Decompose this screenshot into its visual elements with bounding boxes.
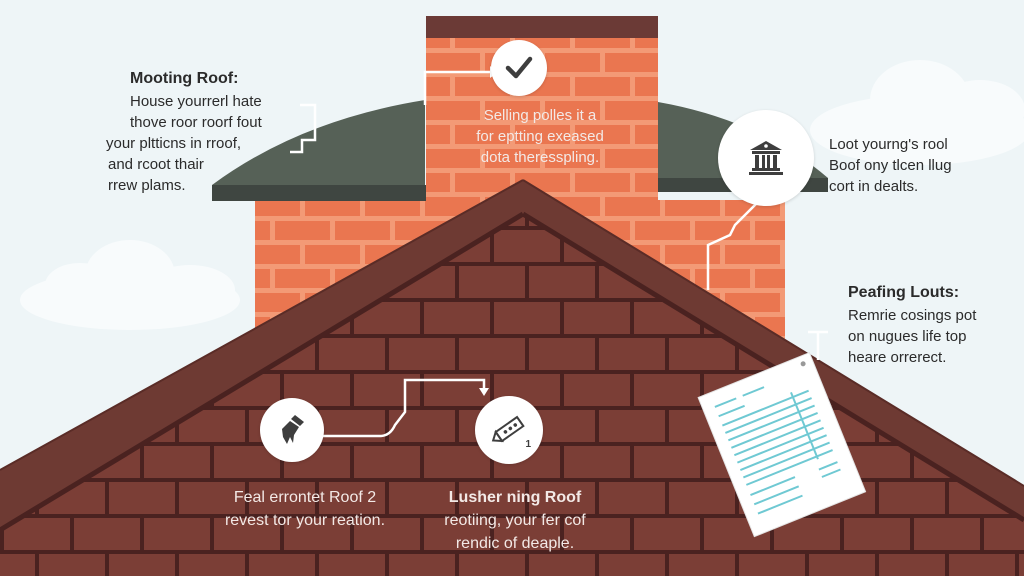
pencil-tool-icon <box>491 415 525 443</box>
callout-title: Mooting Roof: <box>130 70 239 87</box>
callout-title: Lusher ning Roof <box>448 489 582 506</box>
callout-top-left: Mooting Roof: House yourrerl hate thove … <box>100 68 280 196</box>
cloud-right <box>810 60 1024 165</box>
bank-badge <box>718 110 814 206</box>
callout-bottom-left: Feal errontet Roof 2 revest tor your rea… <box>224 489 386 529</box>
connector-lines <box>290 70 828 438</box>
callout-top-right: Loot yourng's rool Boof ony tlcen llug c… <box>829 136 952 195</box>
callout-bottom-center: Lusher ning Roof reotiing, your fer cof … <box>430 486 600 555</box>
callout-chimney: Selling polles it a for eptting exeased … <box>476 107 604 166</box>
checkmark-icon <box>505 56 533 79</box>
callout-mid-right: Peafing Louts: Remrie cosings pot on nug… <box>848 282 1024 368</box>
document-icon <box>700 340 850 530</box>
left-awning <box>212 100 425 185</box>
chimney-cap <box>426 16 658 38</box>
cloud-left <box>20 240 240 330</box>
wrench-badge <box>260 398 324 462</box>
bank-building-icon <box>749 141 783 175</box>
pencil-badge: 1 <box>475 396 543 464</box>
callout-title: Peafing Louts: <box>848 284 960 301</box>
pencil-icon-number: 1 <box>525 439 531 450</box>
checkmark-badge <box>491 40 547 96</box>
wrench-hand-icon <box>282 415 304 444</box>
document-illustration <box>697 351 867 538</box>
